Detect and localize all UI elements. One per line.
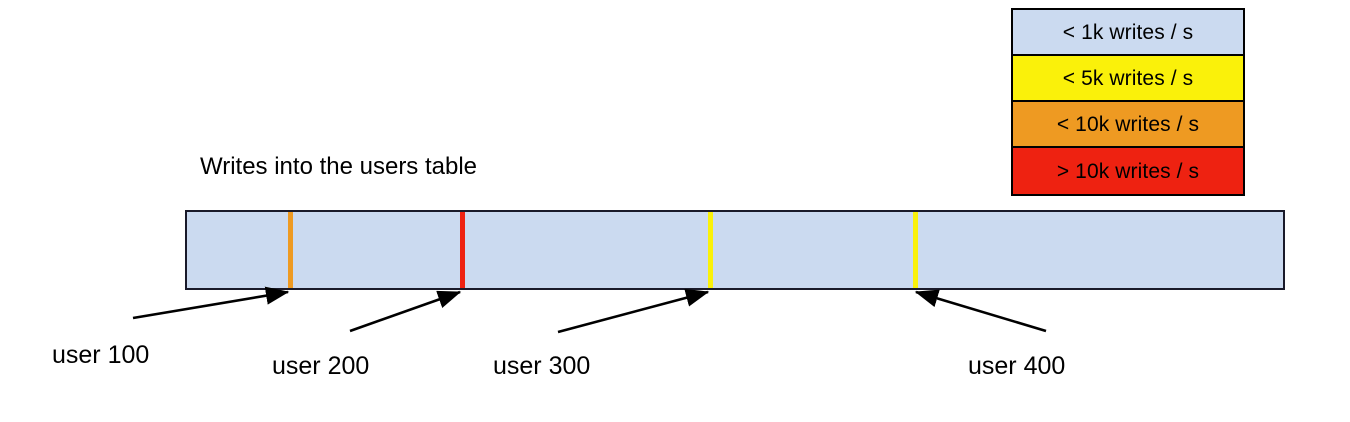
callout-arrow-user-400: [914, 289, 1047, 333]
legend-label-lt-10k: < 10k writes / s: [1056, 112, 1200, 136]
shard-marker-user-100: [288, 212, 293, 288]
shard-marker-user-200: [460, 212, 465, 288]
callout-label-user-300: user 300: [493, 352, 591, 380]
legend-label-lt-1k: < 1k writes / s: [1062, 20, 1194, 44]
legend-label-gt-10k: > 10k writes / s: [1056, 159, 1200, 183]
shard-marker-user-300: [708, 212, 713, 288]
callout-arrow-user-100: [132, 286, 290, 320]
callout-label-user-400: user 400: [968, 352, 1066, 380]
callout-arrow-user-200: [349, 290, 462, 333]
callout-label-user-100: user 100: [52, 341, 150, 369]
legend-row-lt-10k: < 10k writes / s: [1013, 102, 1243, 148]
legend-row-lt-5k: < 5k writes / s: [1013, 56, 1243, 102]
legend-row-lt-1k: < 1k writes / s: [1013, 10, 1243, 56]
legend-row-gt-10k: > 10k writes / s: [1013, 148, 1243, 194]
callout-label-user-200: user 200: [272, 352, 370, 380]
users-table-bar: [185, 210, 1285, 290]
diagram-title: Writes into the users table: [200, 153, 478, 180]
legend-label-lt-5k: < 5k writes / s: [1062, 66, 1194, 90]
write-rate-legend: < 1k writes / s < 5k writes / s < 10k wr…: [1011, 8, 1245, 196]
callout-arrow-user-300: [557, 288, 710, 334]
shard-marker-user-400: [913, 212, 918, 288]
